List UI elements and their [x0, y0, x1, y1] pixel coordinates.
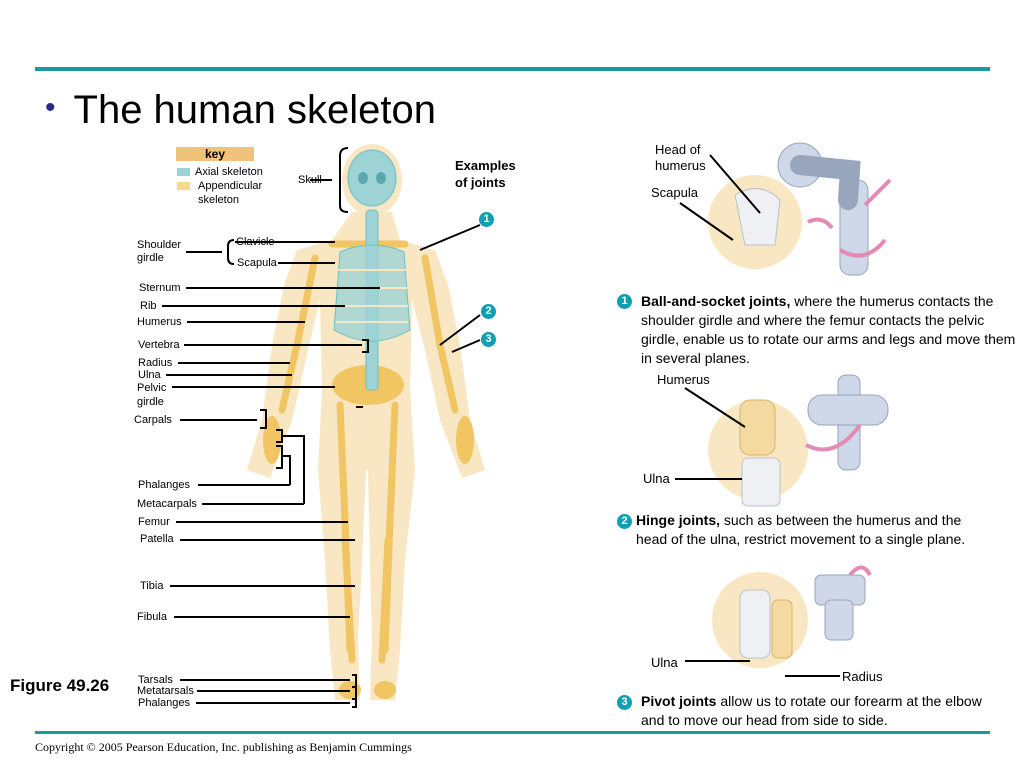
label-hinge-humerus: Humerus [657, 372, 710, 387]
label-humerus: Humerus [137, 316, 182, 328]
desc-marker-2: 2 [617, 514, 632, 529]
slide-title-text: The human skeleton [73, 88, 436, 132]
brackets [186, 147, 369, 708]
label-shoulder-1: Shoulder [137, 239, 182, 251]
label-hinge-ulna: Ulna [643, 471, 670, 486]
bullet-icon: • [45, 91, 56, 124]
label-patella: Patella [140, 533, 174, 545]
label-examples-1: Examples [455, 158, 516, 173]
ball-socket-text: where the humerus contacts the shoulder … [641, 293, 1016, 366]
desc-marker-3: 3 [617, 695, 632, 710]
key-title: key [176, 147, 254, 161]
label-pelvic-2: girdle [137, 396, 164, 408]
hinge-text: such as between the humerus and the head… [636, 512, 966, 547]
ball-socket-illustration [708, 142, 892, 276]
label-tarsals: Tarsals [138, 674, 173, 686]
pivot-description: Pivot joints allow us to rotate our fore… [641, 692, 991, 730]
joint-leader-lines [675, 154, 840, 677]
label-phalanges-foot: Phalanges [138, 697, 190, 709]
label-vertebra: Vertebra [138, 339, 180, 351]
label-pelvic-1: Pelvic [137, 382, 167, 394]
label-carpals: Carpals [134, 414, 172, 426]
label-ball-scapula: Scapula [651, 185, 698, 200]
appendicular-swatch [177, 182, 190, 190]
joint-marker-2: 2 [481, 304, 496, 319]
pivot-title: Pivot joints [641, 693, 717, 709]
label-head-of-humerus-1: Head of [655, 142, 701, 157]
key-axial-label: Axial skeleton [195, 166, 263, 178]
skull-eyes [358, 172, 386, 184]
joint-marker-1: 1 [479, 212, 494, 227]
hands-feet [263, 416, 474, 699]
label-femur: Femur [138, 516, 170, 528]
hinge-title: Hinge joints, [636, 512, 720, 528]
label-clavicle: Clavicle [236, 236, 275, 248]
label-fibula: Fibula [137, 611, 167, 623]
pivot-text: allow us to rotate our forearm at the el… [641, 693, 982, 728]
label-scapula: Scapula [237, 257, 277, 269]
desc-marker-1: 1 [617, 294, 632, 309]
label-head-of-humerus-2: humerus [655, 158, 706, 173]
top-rule [35, 67, 990, 71]
label-pivot-ulna: Ulna [651, 655, 678, 670]
figure-label: Figure 49.26 [10, 676, 110, 695]
label-ulna: Ulna [138, 369, 161, 381]
bottom-rule [35, 731, 990, 734]
label-sternum: Sternum [139, 282, 181, 294]
label-skull: Skull [298, 174, 322, 186]
label-rib: Rib [140, 300, 157, 312]
leader-lines [162, 224, 481, 704]
label-phalanges: Phalanges [138, 479, 190, 491]
label-pivot-radius: Radius [842, 669, 883, 684]
hinge-illustration [708, 374, 889, 507]
joint-marker-3: 3 [481, 332, 496, 347]
axial-swatch [177, 168, 190, 176]
copyright: Copyright © 2005 Pearson Education, Inc.… [35, 740, 412, 754]
hinge-description: Hinge joints, such as between the humeru… [636, 511, 996, 549]
label-metatarsals: Metatarsals [137, 685, 194, 697]
pivot-illustration [712, 565, 872, 668]
label-tibia: Tibia [140, 580, 164, 592]
slide-title: • The human skeleton [45, 83, 436, 135]
label-radius: Radius [138, 357, 173, 369]
label-shoulder-2: girdle [137, 252, 164, 264]
key-appendicular-label-1: Appendicular [198, 180, 263, 192]
label-metacarpals: Metacarpals [137, 498, 197, 510]
ball-socket-title: Ball-and-socket joints, [641, 293, 791, 309]
key-appendicular-label-2: skeleton [198, 194, 239, 206]
ball-socket-description: Ball-and-socket joints, where the humeru… [641, 292, 1016, 368]
label-examples-2: of joints [455, 175, 506, 190]
